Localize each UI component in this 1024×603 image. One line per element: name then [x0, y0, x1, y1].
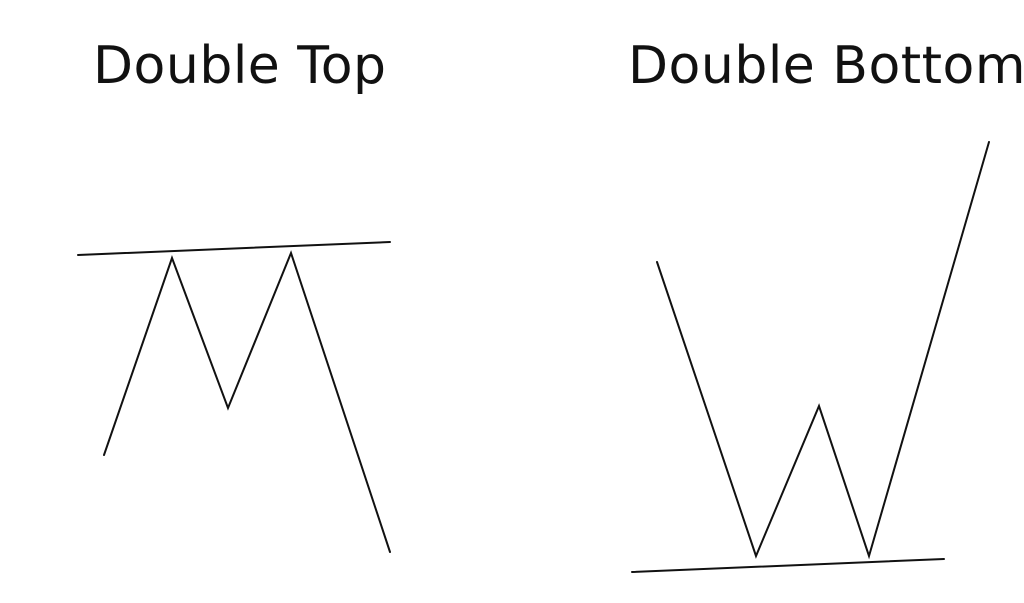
double-top-price-path [103, 250, 391, 553]
double-bottom-price-path [656, 141, 990, 560]
double-top-title: Double Top [93, 36, 387, 96]
double-top-figure [77, 241, 391, 553]
double-bottom-title: Double Bottom [628, 36, 1024, 96]
double-bottom-figure [631, 141, 990, 573]
double-top-resistance-line [77, 241, 391, 256]
double-bottom-support-line [631, 558, 945, 573]
